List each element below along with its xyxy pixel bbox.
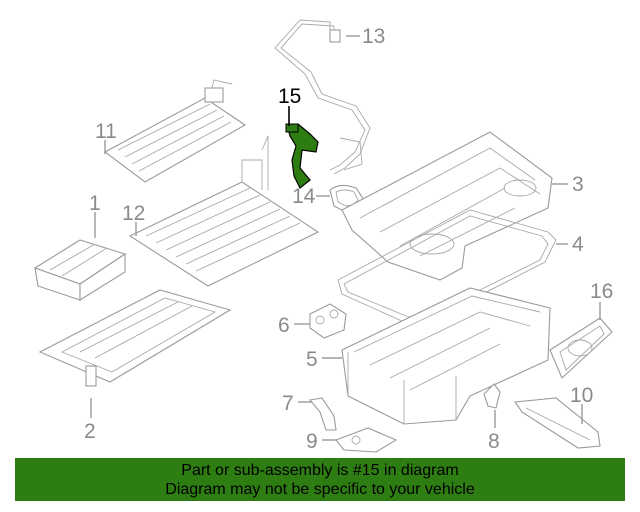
label-6: 6 — [278, 314, 290, 337]
part-3-cover[interactable] — [341, 131, 553, 281]
part-9-mount[interactable] — [335, 427, 398, 453]
part-10-rail[interactable] — [514, 397, 601, 449]
banner-line-1: Part or sub-assembly is #15 in diagram — [181, 462, 459, 479]
part-4-gasket[interactable] — [337, 209, 557, 327]
label-4: 4 — [572, 233, 584, 256]
parts-diagram: 11 1 12 2 13 15 14 3 4 5 6 16 7 9 8 10 — [33, 19, 613, 453]
label-16: 16 — [590, 280, 613, 303]
label-12: 12 — [122, 202, 145, 225]
banner-line-2: Diagram may not be specific to your vehi… — [165, 481, 475, 498]
label-5: 5 — [306, 348, 318, 371]
part-7-bracket[interactable] — [308, 397, 337, 431]
part-labels: 11 1 12 2 13 15 14 3 4 5 6 16 7 9 8 10 — [84, 25, 613, 453]
part-5-housing[interactable] — [341, 287, 551, 425]
part-15-harness[interactable] — [285, 123, 319, 189]
label-11: 11 — [95, 120, 117, 143]
part-12-tray[interactable] — [128, 135, 320, 287]
label-14: 14 — [292, 185, 316, 208]
label-7: 7 — [282, 392, 294, 415]
label-1: 1 — [89, 192, 101, 215]
part-16-plate[interactable] — [549, 317, 613, 379]
label-15: 15 — [278, 85, 301, 108]
part-8-clip[interactable] — [483, 383, 501, 409]
label-10: 10 — [570, 384, 593, 407]
label-9: 9 — [306, 430, 318, 453]
part-13-lines[interactable] — [274, 19, 371, 175]
label-13: 13 — [362, 25, 385, 48]
leader-lines — [90, 35, 601, 441]
part-6-connector[interactable] — [309, 303, 347, 339]
part-2-plate[interactable] — [38, 289, 232, 387]
label-8: 8 — [488, 430, 500, 453]
part-1-module[interactable] — [33, 239, 127, 301]
label-3: 3 — [572, 173, 584, 196]
part-11-tray[interactable] — [103, 79, 247, 183]
info-banner: Part or sub-assembly is #15 in diagram D… — [15, 458, 625, 501]
label-2: 2 — [84, 420, 96, 443]
